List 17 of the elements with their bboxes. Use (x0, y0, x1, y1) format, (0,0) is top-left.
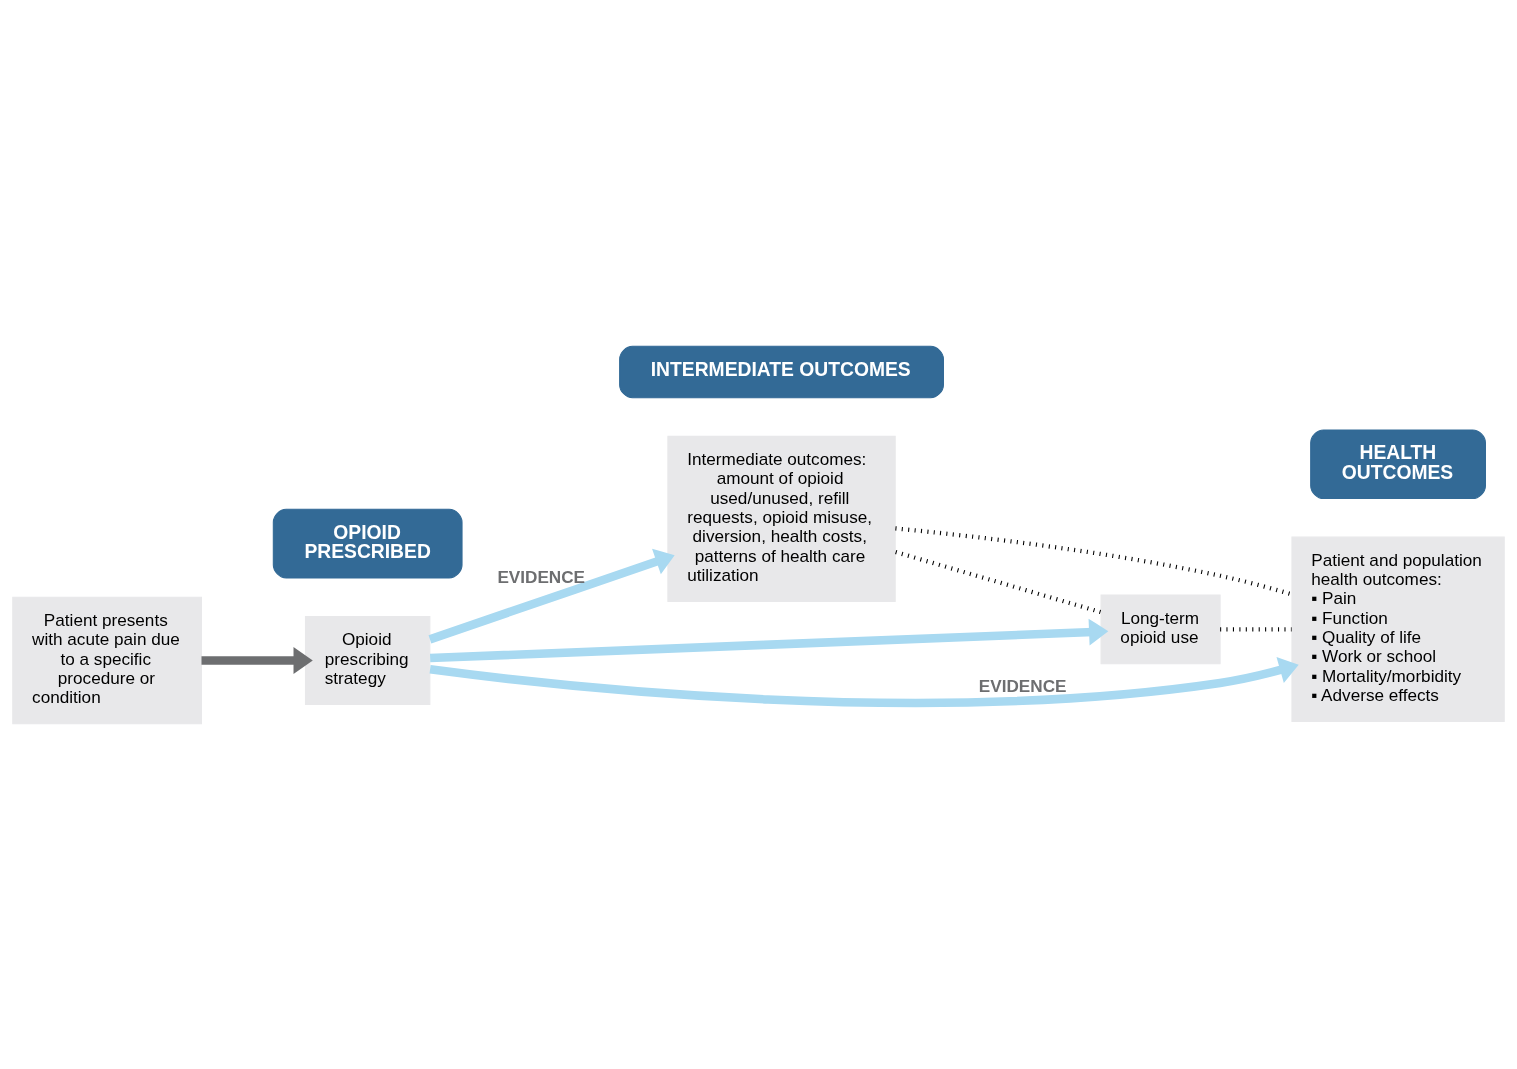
node-box: INTERMEDIATE OUTCOMES (619, 345, 944, 398)
arrow (428, 548, 675, 643)
node-box: Patient presents with acute pain due to a specific procedure or condition (12, 596, 202, 724)
node-box: Intermediate outcomes: amount of opioid used/unused, refill requests, opioid misuse, diversion, health costs, patterns of health care utilization (667, 435, 896, 602)
node-box: HEALTH OUTCOMES (1310, 428, 1486, 499)
arrow (429, 618, 1109, 662)
node-box: Opioid prescribing strategy (304, 615, 431, 705)
edge-label: EVIDENCE (978, 675, 1067, 696)
node-box: Long-term opioid use (1100, 594, 1221, 664)
arrow (201, 646, 313, 674)
connector (895, 549, 1102, 614)
node-box: Patient and population health outcomes: ▪ Pain ▪ Function ▪ Quality of life ▪ Work or school ▪ Mortality/morbidity ▪ Adverse effects (1291, 536, 1505, 722)
node-box: OPIOID PRESCRIBED (272, 508, 463, 578)
arrow (429, 656, 1299, 707)
edge-label: EVIDENCE (497, 566, 586, 587)
connector (895, 525, 1293, 596)
connector (1220, 626, 1292, 631)
